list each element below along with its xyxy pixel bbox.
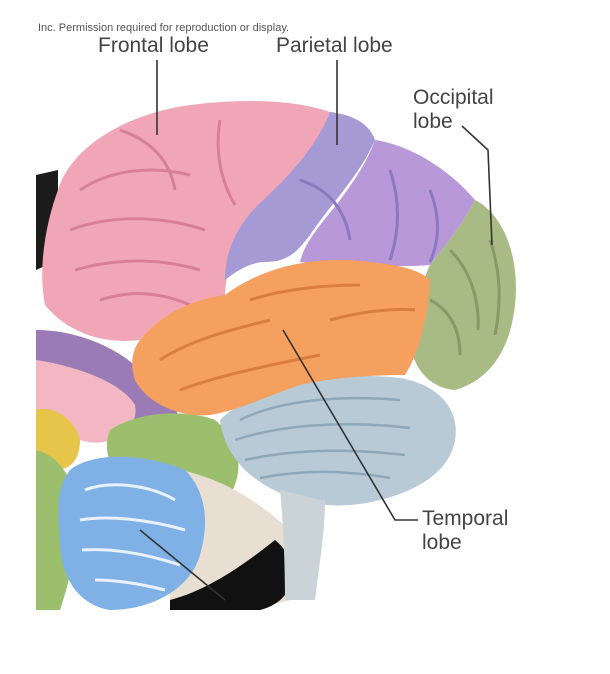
frontal-lobe-label: Frontal lobe	[98, 34, 209, 58]
occipital-label-line1: Occipital	[413, 86, 494, 110]
medulla	[280, 490, 325, 600]
occipital-label-line2: lobe	[413, 110, 494, 134]
temporal-label-line1: Temporal	[422, 507, 508, 531]
temporal-label-line2: lobe	[422, 531, 508, 555]
parietal-lobe-label: Parietal lobe	[276, 34, 393, 58]
occipital-lobe-label: Occipital lobe	[413, 86, 494, 134]
temporal-lobe-label: Temporal lobe	[422, 507, 508, 555]
